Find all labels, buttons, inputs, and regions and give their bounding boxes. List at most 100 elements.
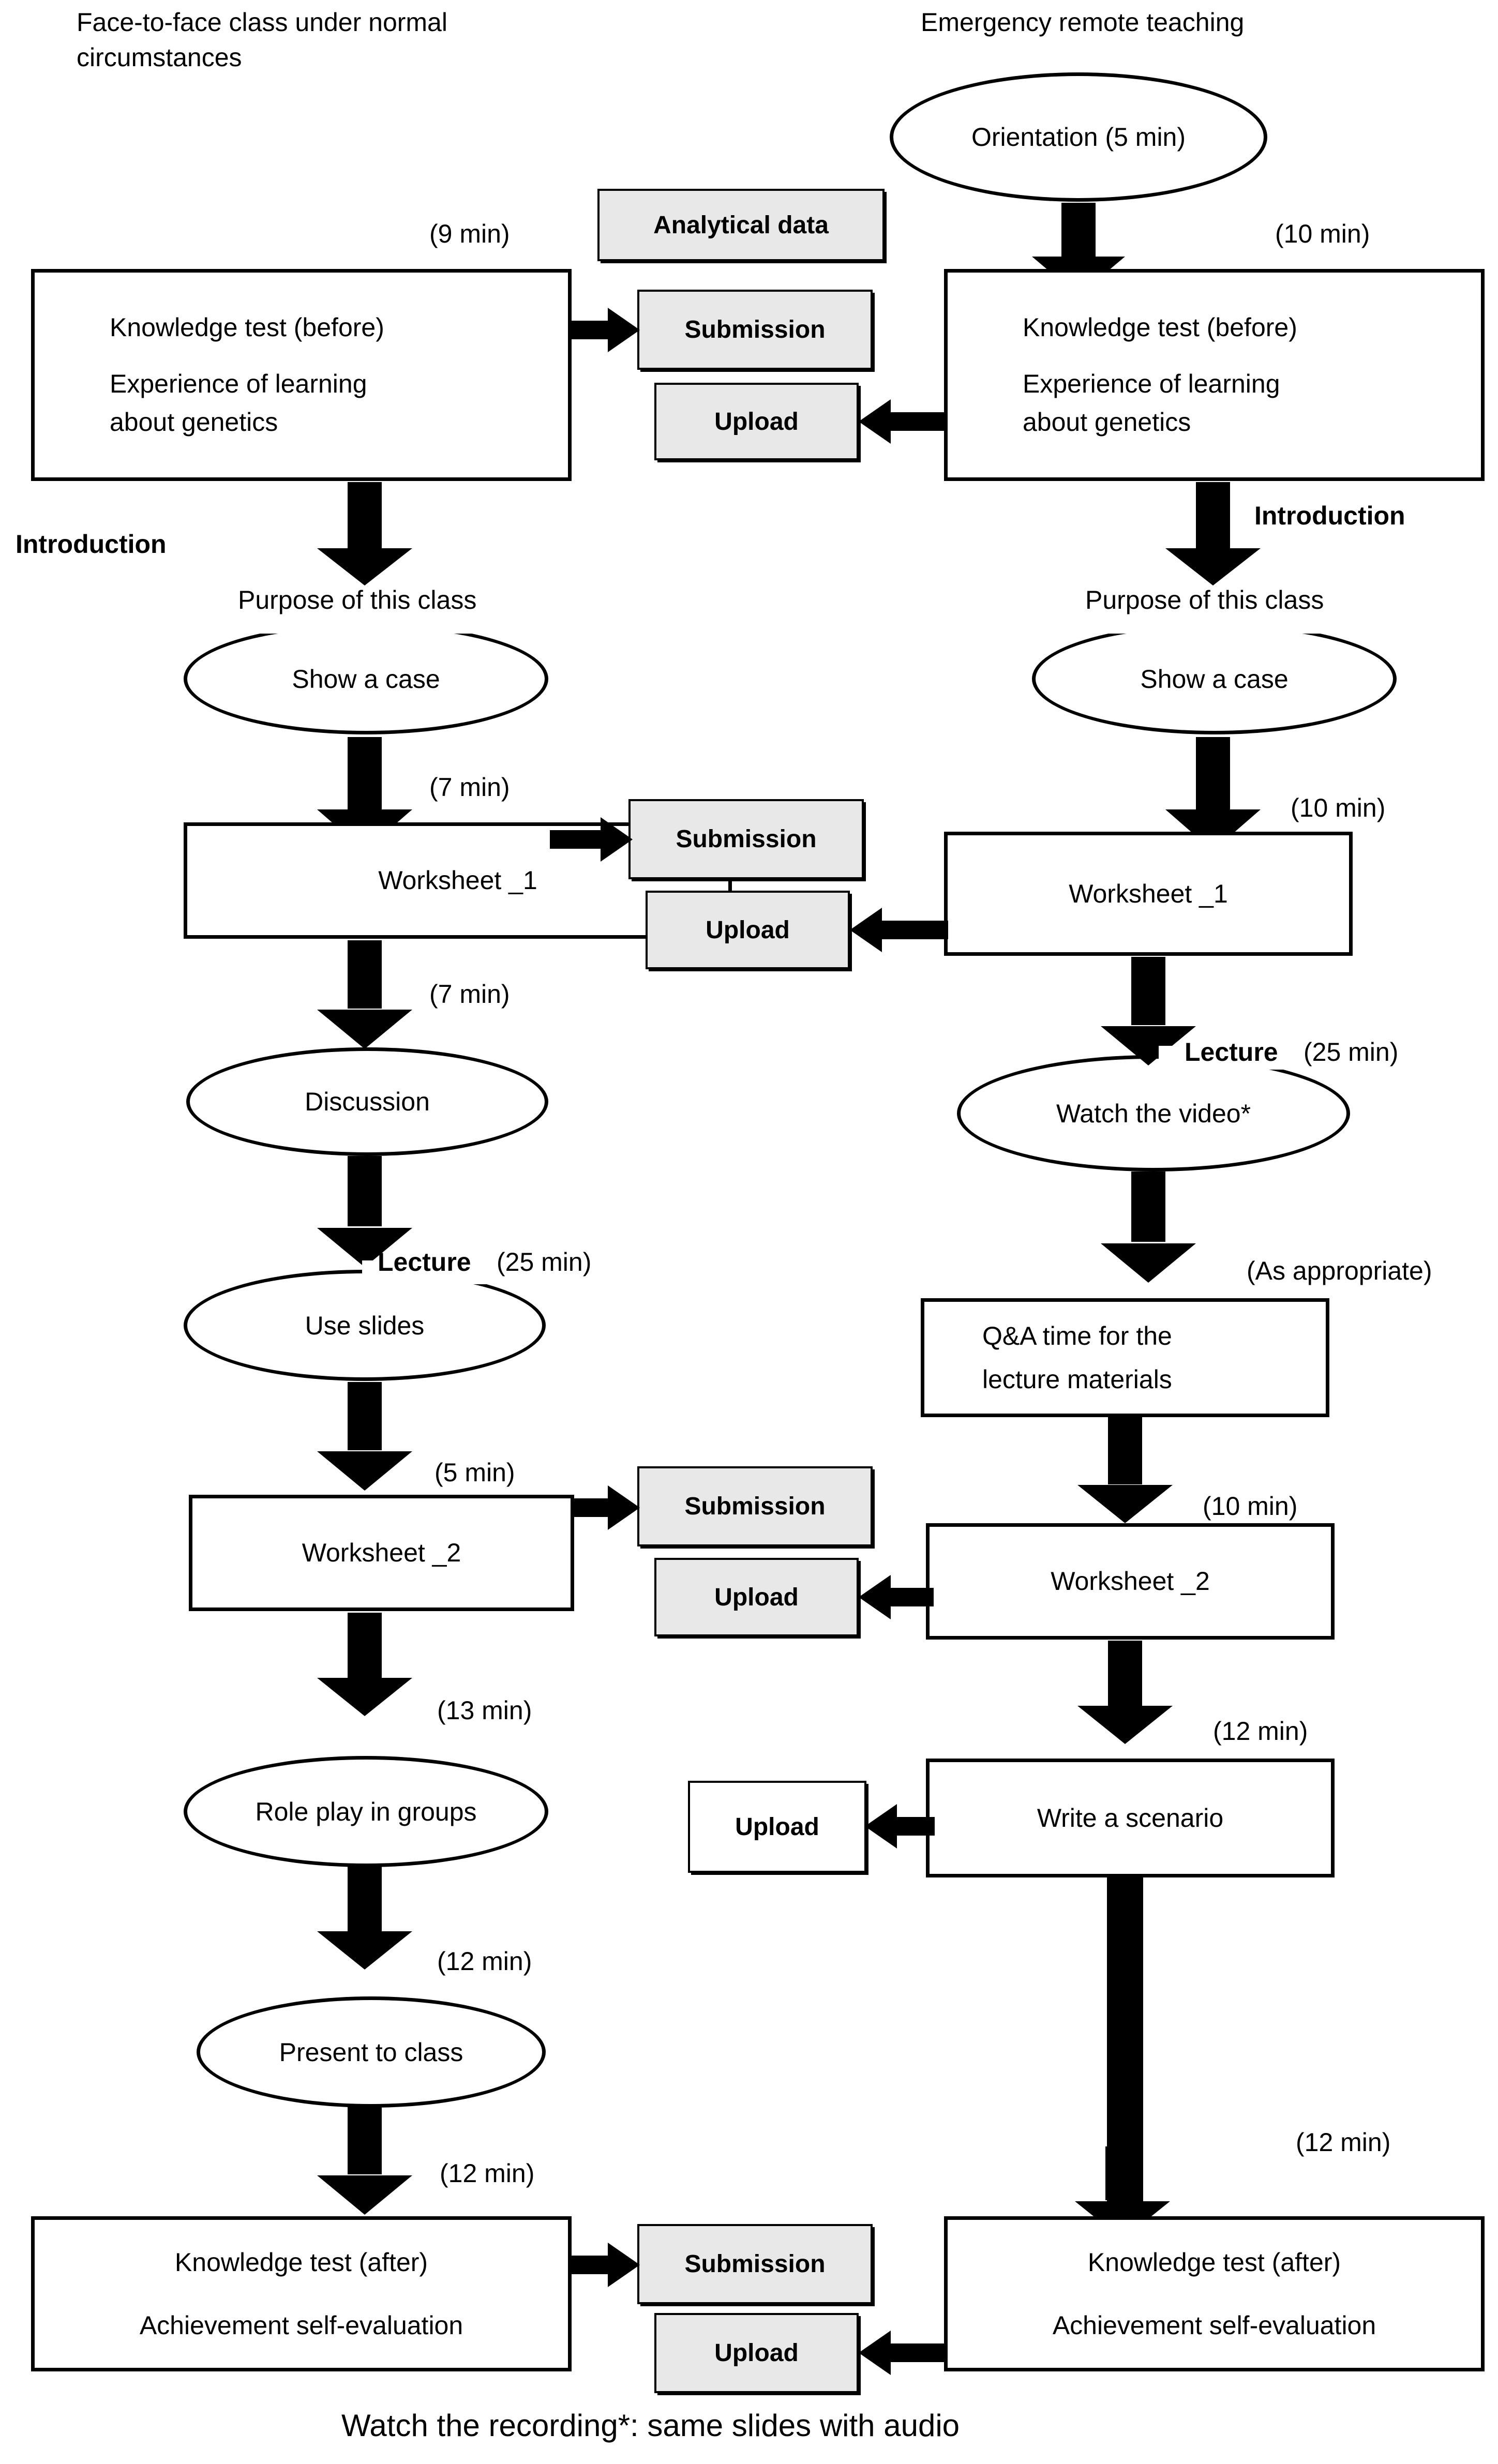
overlabel-right-lecture: Lecture [1185, 1038, 1278, 1066]
mask-right-purpose [1091, 613, 1340, 634]
node-right-write-a-scenario-label: Write a scenario [1037, 1803, 1224, 1832]
node-right-knowledge-test-before-line-3: about genetics [1023, 408, 1191, 437]
box-submission-label: Submission [684, 316, 826, 343]
box-submission-knowledge-test-after: Submission [637, 2224, 873, 2304]
box-upload-label: Upload [714, 1583, 799, 1611]
duration-left-use-slides: (25 min) [497, 1248, 592, 1276]
box-upload-write-a-scenario: Upload [688, 1781, 866, 1873]
arrow-left-worksheet1-to-submission [550, 817, 633, 862]
arrow-scenario-to-upload [865, 1804, 935, 1849]
node-right-qa-time-line-1: Q&A time for the [982, 1321, 1172, 1350]
node-left-worksheet-2: Worksheet _2 [189, 1495, 574, 1611]
arrow-left-test-to-submission [572, 308, 640, 352]
node-left-present-to-class-label: Present to class [279, 2037, 463, 2067]
box-upload-label: Upload [706, 916, 790, 944]
box-submission-worksheet-2: Submission [637, 1466, 873, 1546]
duration-right-watch-the-video: (25 min) [1304, 1038, 1399, 1066]
box-upload-label: Upload [714, 408, 799, 435]
duration-right-knowledge-test-after: (12 min) [1296, 2128, 1391, 2157]
duration-left-worksheet-1: (7 min) [429, 773, 510, 802]
arrow-right-worksheet2-to-scenario [1076, 1641, 1174, 1744]
box-upload-worksheet-1: Upload [646, 891, 850, 969]
duration-right-qa-time: (As appropriate) [1247, 1256, 1432, 1285]
arrow-left-testafter-to-submission [572, 2243, 640, 2287]
node-left-knowledge-test-before-line-1: Knowledge test (before) [110, 313, 384, 342]
duration-right-knowledge-test-before: (10 min) [1275, 219, 1370, 248]
node-left-discussion: Discussion [186, 1047, 548, 1156]
node-right-write-a-scenario: Write a scenario [926, 1759, 1335, 1877]
node-right-watch-the-video-label: Watch the video* [1056, 1099, 1251, 1128]
overlabel-left-lecture: Lecture [378, 1248, 471, 1276]
node-right-knowledge-test-before: Knowledge test (before) Experience of le… [944, 269, 1485, 481]
arrow-left-test-to-purpose [316, 482, 414, 585]
arrow-left-useslides-to-worksheet2 [316, 1382, 414, 1491]
box-upload-worksheet-2: Upload [654, 1558, 859, 1636]
column-heading-face-to-face: Face-to-face class under normal circumst… [77, 8, 447, 72]
duration-left-knowledge-test-before: (9 min) [429, 219, 510, 248]
duration-left-discussion: (7 min) [429, 980, 510, 1009]
box-analytical-data-label: Analytical data [653, 211, 829, 239]
node-left-knowledge-test-after: Knowledge test (after) Achievement self-… [31, 2216, 572, 2371]
arrow-left-roleplay-to-present [316, 1866, 414, 1970]
box-submission-label: Submission [676, 825, 817, 853]
arrow-left-worksheet2-to-submission [572, 1485, 640, 1530]
arrow-right-test-to-upload [859, 399, 947, 444]
box-submission-label: Submission [684, 2250, 826, 2278]
box-submission-label: Submission [684, 1493, 826, 1520]
node-left-show-a-case-label: Show a case [292, 664, 440, 694]
node-left-knowledge-test-before-line-3: about genetics [110, 408, 278, 437]
node-left-discussion-label: Discussion [305, 1087, 430, 1116]
node-right-watch-the-video: Watch the video* [957, 1055, 1350, 1171]
arrow-right-testafter-to-upload [859, 2331, 947, 2375]
node-right-knowledge-test-before-line-1: Knowledge test (before) [1023, 313, 1297, 342]
duration-left-knowledge-test-after: (12 min) [440, 2159, 535, 2188]
node-right-qa-time-line-2: lecture materials [982, 1365, 1172, 1394]
node-left-purpose-show-case: Show a case [184, 623, 548, 734]
node-left-knowledge-test-after-line-1: Knowledge test (after) [174, 2247, 428, 2277]
node-right-knowledge-test-after-line-2: Achievement self-evaluation [1052, 2311, 1376, 2340]
duration-left-worksheet-2: (5 min) [435, 1458, 515, 1487]
arrow-right-worksheet2-to-upload [859, 1575, 934, 1619]
node-right-knowledge-test-before-line-2: Experience of learning [1023, 369, 1280, 398]
arrow-right-video-to-qa [1099, 1171, 1197, 1283]
node-right-worksheet-2: Worksheet _2 [926, 1523, 1335, 1640]
mask-left-lecture [362, 1260, 559, 1284]
box-upload-label: Upload [735, 1813, 819, 1841]
node-left-knowledge-test-before: Knowledge test (before) Experience of le… [31, 269, 572, 481]
node-right-qa-time: Q&A time for the lecture materials [921, 1298, 1329, 1417]
box-upload-label: Upload [714, 2339, 799, 2367]
duration-right-worksheet-2: (10 min) [1203, 1492, 1298, 1521]
overlabel-right-purpose-of-this-class: Purpose of this class [1085, 585, 1324, 614]
mask-left-purpose [243, 613, 491, 634]
node-right-worksheet-1-label: Worksheet _1 [1069, 879, 1228, 908]
node-left-use-slides: Use slides [184, 1270, 546, 1381]
arrow-right-worksheet1-to-upload [850, 908, 948, 952]
node-left-role-play-label: Role play in groups [255, 1797, 477, 1826]
node-orientation: Orientation (5 min) [890, 72, 1267, 202]
duration-right-worksheet-1: (10 min) [1291, 793, 1386, 822]
node-orientation-label: Orientation (5 min) [971, 123, 1186, 152]
duration-right-write-a-scenario: (12 min) [1213, 1717, 1308, 1746]
box-analytical-data: Analytical data [597, 189, 885, 261]
node-left-knowledge-test-after-line-2: Achievement self-evaluation [139, 2311, 463, 2340]
node-right-purpose-show-case: Show a case [1032, 623, 1397, 734]
arrow-left-worksheet1-to-discussion [316, 940, 414, 1049]
node-right-show-a-case-label: Show a case [1140, 664, 1289, 694]
duration-left-role-play: (13 min) [437, 1696, 532, 1725]
node-right-worksheet-1: Worksheet _1 [944, 832, 1353, 956]
node-left-worksheet-1-label: Worksheet _1 [378, 866, 537, 895]
node-right-worksheet-2-label: Worksheet _2 [1051, 1567, 1210, 1596]
arrow-right-qa-to-worksheet2 [1076, 1417, 1174, 1523]
node-right-knowledge-test-after: Knowledge test (after) Achievement self-… [944, 2216, 1485, 2371]
arrow-right-test-to-purpose [1164, 482, 1262, 585]
mask-right-lecture [1159, 1046, 1366, 1070]
node-left-use-slides-label: Use slides [305, 1311, 425, 1340]
overlabel-left-purpose-of-this-class: Purpose of this class [238, 585, 477, 614]
box-submission-knowledge-test-before: Submission [637, 290, 873, 370]
box-submission-worksheet-1: Submission [628, 799, 864, 879]
label-introduction-left: Introduction [16, 530, 167, 559]
box-upload-knowledge-test-before: Upload [654, 383, 859, 460]
node-left-worksheet-2-label: Worksheet _2 [302, 1538, 461, 1568]
arrow-left-present-to-test-after [316, 2106, 414, 2215]
